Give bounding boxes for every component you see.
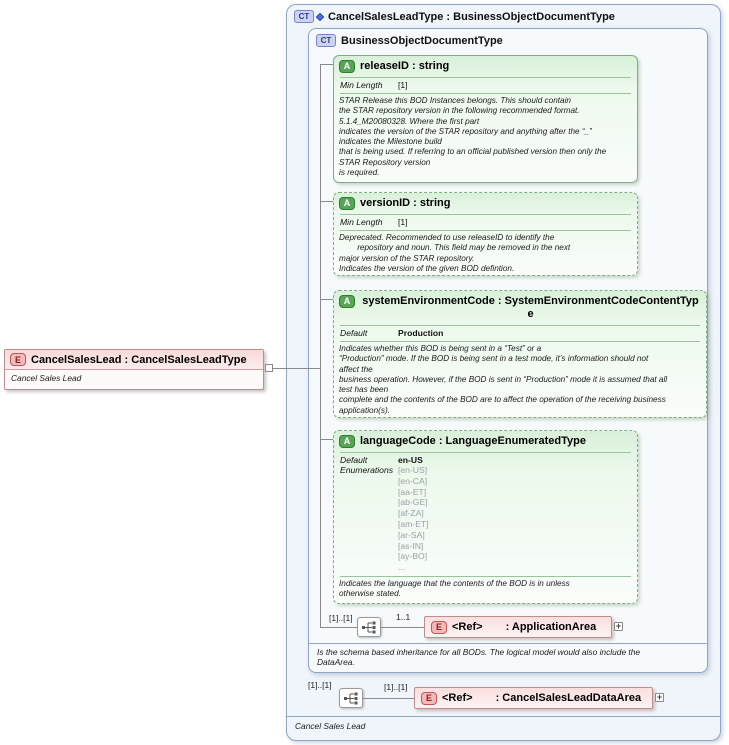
attribute-facets: Default en-US Enumerations [en-US] [en-C… xyxy=(340,452,631,577)
attribute-icon: A xyxy=(339,197,355,210)
attribute-languagecode[interactable]: A languageCode : LanguageEnumeratedType … xyxy=(333,430,638,604)
attribute-annotation: STAR Release this BOD Instances belongs.… xyxy=(339,96,607,178)
ref-type: : CancelSalesLeadDataArea xyxy=(495,692,642,704)
attribute-header: A releaseID : string xyxy=(334,56,637,75)
complextype-title: CancelSalesLeadType : BusinessObjectDocu… xyxy=(328,10,615,23)
connector-trunk-line xyxy=(320,64,321,628)
connector-line xyxy=(320,627,357,628)
derivation-diamond-icon xyxy=(315,12,325,21)
element-ref-cancelsalesleaddataarea[interactable]: E <Ref> : CancelSalesLeadDataArea xyxy=(414,687,653,709)
sequence-compositor-icon xyxy=(339,688,363,708)
complextype-annotation: Is the schema based inheritance for all … xyxy=(309,643,707,672)
element-icon: E xyxy=(431,620,447,634)
facet-value: en-US xyxy=(398,455,423,465)
connector-line xyxy=(363,698,414,699)
attribute-facets: Min Length [1] xyxy=(340,77,631,94)
element-title: CancelSalesLead : CancelSalesLeadType xyxy=(31,353,247,366)
attribute-header: A versionID : string xyxy=(334,193,637,212)
attribute-releaseid[interactable]: A releaseID : string Min Length [1] STAR… xyxy=(333,55,638,183)
attribute-header: A languageCode : LanguageEnumeratedType xyxy=(334,431,637,450)
element-annotation: Cancel Sales Lead xyxy=(11,373,82,383)
enumeration-value: [ar-SA] xyxy=(398,529,425,540)
attribute-facets: Min Length [1] xyxy=(340,214,631,231)
attribute-header: A systemEnvironmentCode : SystemEnvironm… xyxy=(334,291,706,323)
enumerations-label: Enumerations xyxy=(340,465,394,475)
attribute-icon: A xyxy=(339,60,355,73)
sequence-glyph xyxy=(361,621,375,633)
cardinality-label: 1..1 xyxy=(396,612,411,622)
attribute-versionid[interactable]: A versionID : string Min Length [1] Depr… xyxy=(333,192,638,276)
attribute-icon: A xyxy=(339,435,355,448)
attribute-annotation: Deprecated. Recommended to use releaseID… xyxy=(339,233,571,273)
enumeration-value: [af-ZA] xyxy=(398,508,424,519)
attribute-icon: A xyxy=(339,295,355,308)
connection-point xyxy=(265,364,273,372)
attribute-title: releaseID : string xyxy=(360,60,450,72)
facet-label: Default xyxy=(340,455,368,465)
element-box-cancelsaleslead[interactable]: E CancelSalesLead : CancelSalesLeadType … xyxy=(4,349,264,390)
element-header: E CancelSalesLead : CancelSalesLeadType xyxy=(5,350,263,370)
facet-value: [1] xyxy=(398,80,408,90)
facet-value: [1] xyxy=(398,217,408,227)
attribute-title: systemEnvironmentCode : SystemEnvironmen… xyxy=(362,295,699,320)
complextype-icon: CT xyxy=(316,34,336,47)
attribute-annotation: Indicates whether this BOD is being sent… xyxy=(339,344,668,415)
enumeration-value: [aa-ET] xyxy=(398,486,427,497)
complextype-icon: CT xyxy=(294,10,314,23)
connector-line xyxy=(273,368,320,369)
sequence-compositor-icon xyxy=(357,617,381,637)
cardinality-label: [1]..[1] xyxy=(384,682,408,692)
enumeration-value: [en-US] xyxy=(398,465,428,475)
enumeration-value: [am-ET] xyxy=(398,518,429,529)
enumeration-value: ... xyxy=(398,562,406,573)
cardinality-label: [1]..[1] xyxy=(329,613,353,623)
enumeration-value: [ab-GE] xyxy=(398,497,428,508)
ref-type: : ApplicationArea xyxy=(505,621,597,633)
enumeration-value: [ay-BO] xyxy=(398,551,428,562)
facet-value: Production xyxy=(398,328,444,338)
complextype-header-cancelsalesleadtype[interactable]: CT CancelSalesLeadType : BusinessObjectD… xyxy=(287,5,720,28)
attribute-annotation: Indicates the language that the contents… xyxy=(339,578,570,599)
sequence-glyph xyxy=(343,692,357,704)
connector-line xyxy=(320,201,333,202)
enumeration-value: [as-IN] xyxy=(398,540,424,551)
attribute-systemenvironmentcode[interactable]: A systemEnvironmentCode : SystemEnvironm… xyxy=(333,290,707,418)
element-icon: E xyxy=(421,691,437,705)
facet-label: Min Length xyxy=(340,80,383,90)
element-icon: E xyxy=(10,353,26,366)
enumeration-value: [en-CA] xyxy=(398,475,428,486)
facet-label: Min Length xyxy=(340,217,383,227)
expand-button[interactable]: + xyxy=(614,621,623,631)
ref-label: <Ref> xyxy=(452,621,483,633)
facet-label: Default xyxy=(340,328,368,338)
expand-button[interactable]: + xyxy=(655,692,664,702)
attribute-title: versionID : string xyxy=(360,197,451,209)
connector-line xyxy=(320,299,333,300)
connector-line xyxy=(320,439,333,440)
complextype-title: BusinessObjectDocumentType xyxy=(341,34,503,47)
ref-label: <Ref> xyxy=(442,692,473,704)
connector-line xyxy=(320,64,333,65)
attribute-facets: Default Production xyxy=(340,325,700,342)
connector-line xyxy=(381,627,424,628)
enumeration-list: [en-US] [en-CA] [aa-ET] [ab-GE] [af-ZA] … xyxy=(398,465,429,573)
cardinality-label: [1]..[1] xyxy=(308,680,332,690)
complextype-annotation: Cancel Sales Lead xyxy=(287,716,720,740)
attribute-title: languageCode : LanguageEnumeratedType xyxy=(360,435,586,447)
complextype-header-businessobjectdocumenttype[interactable]: CT BusinessObjectDocumentType xyxy=(309,29,707,52)
element-ref-applicationarea[interactable]: E <Ref> : ApplicationArea xyxy=(424,616,612,638)
